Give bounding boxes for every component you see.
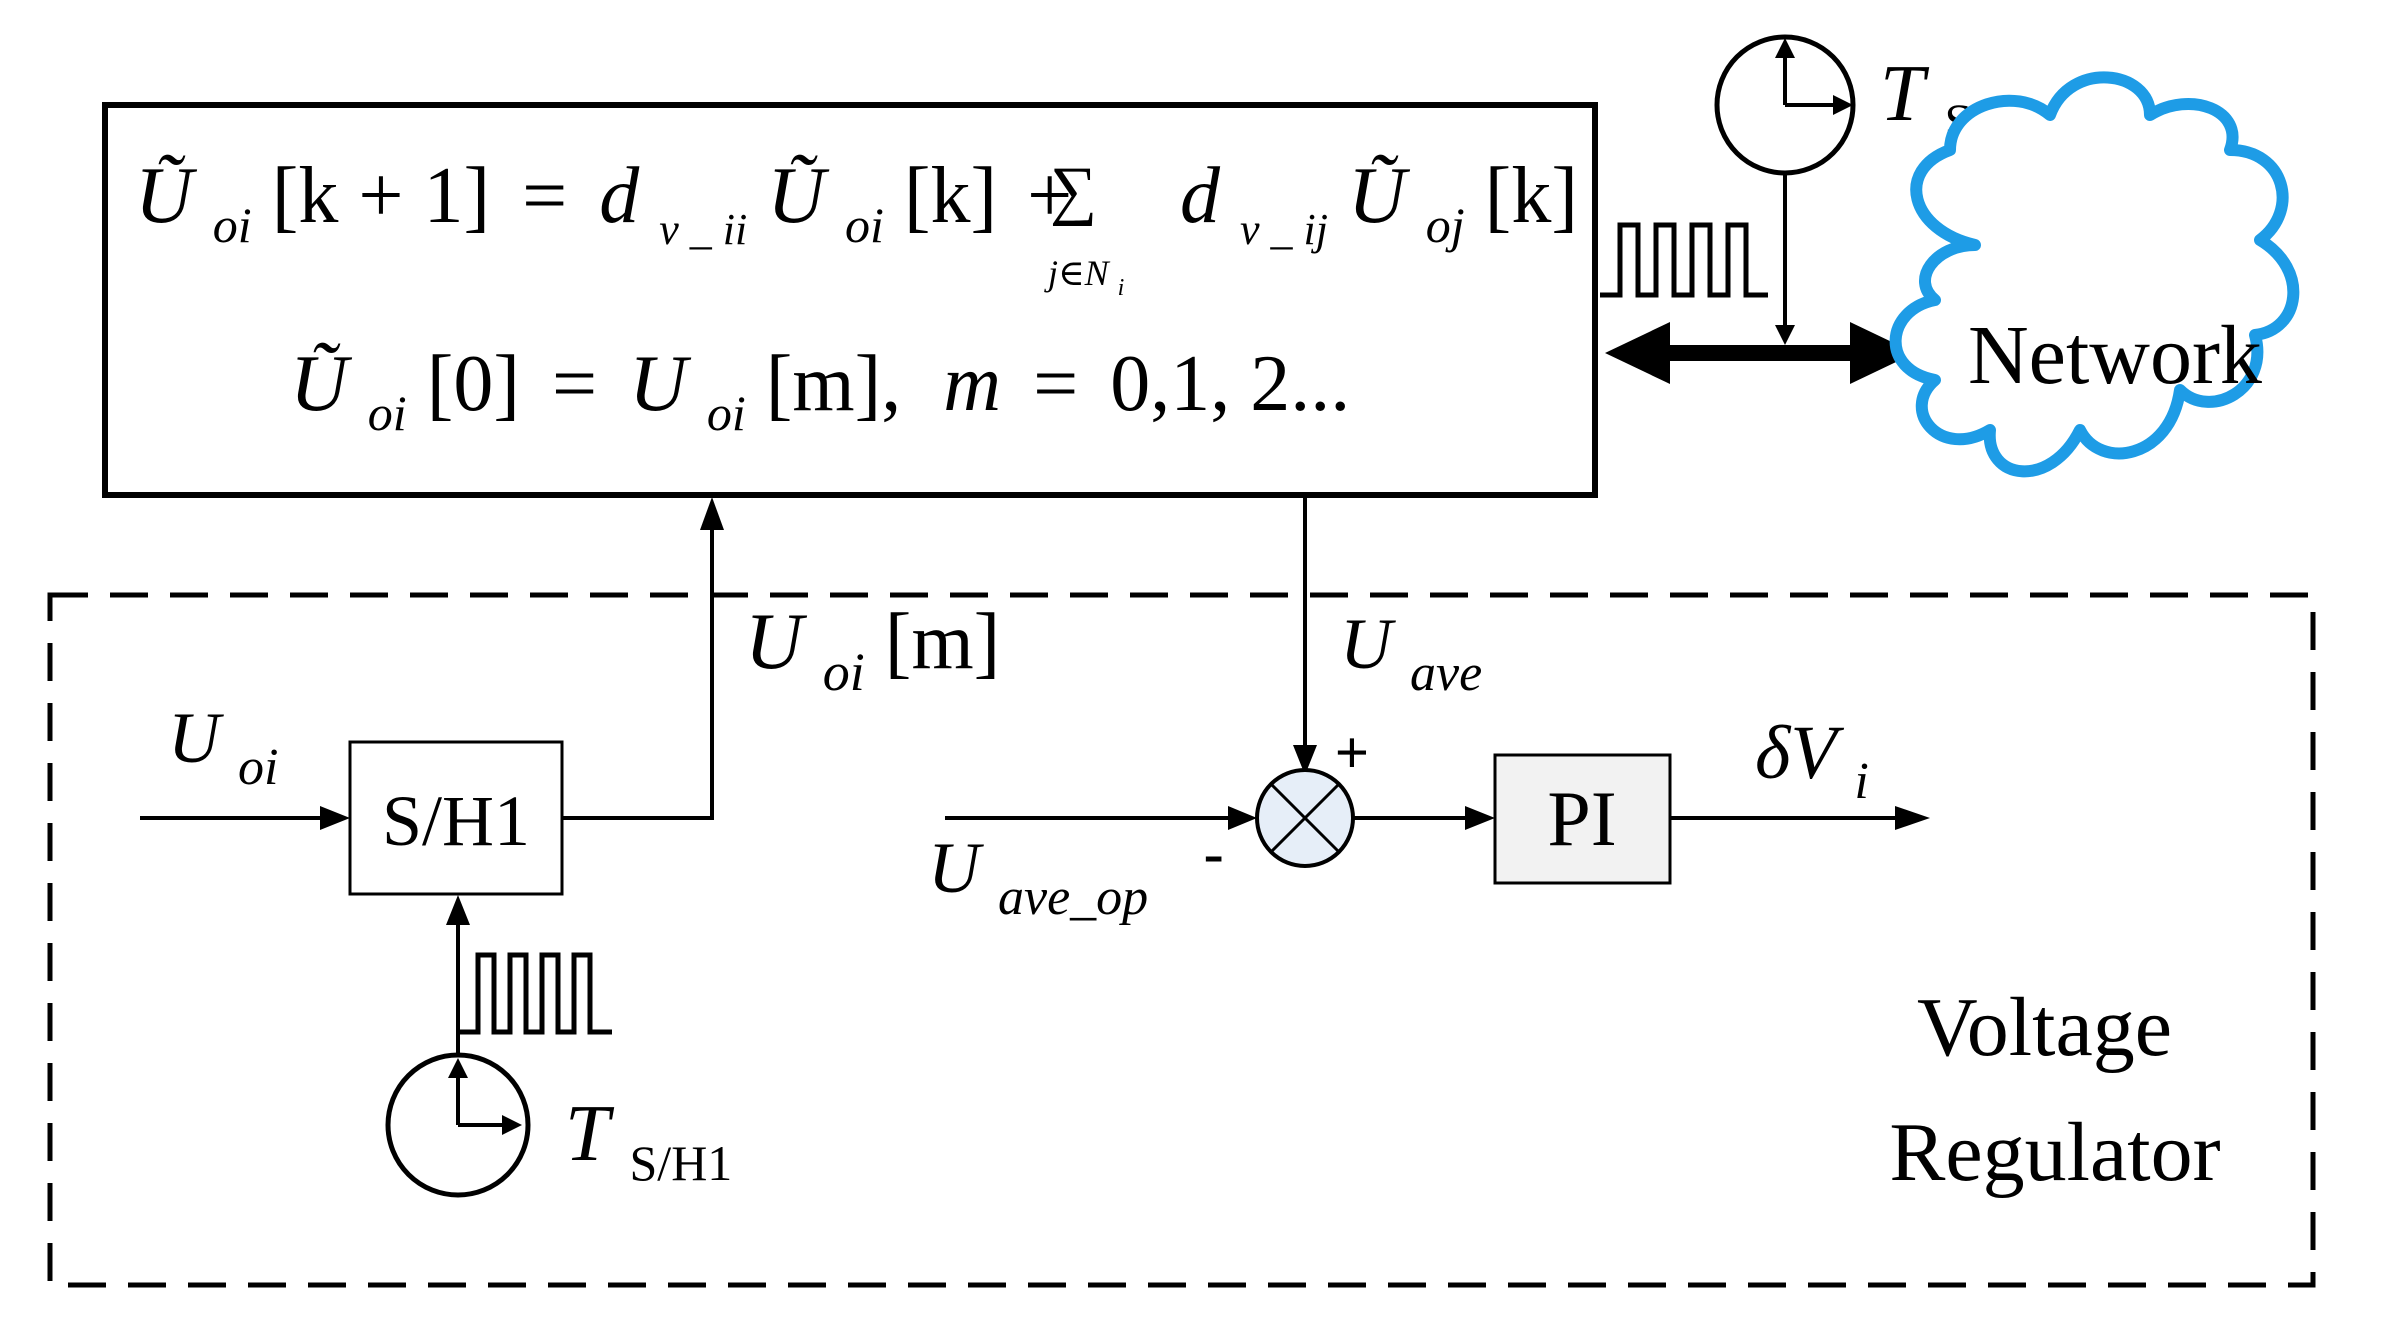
output-delta-v-label: δV i [1755,711,1869,810]
clock-bottom-icon [385,1052,531,1198]
pi-block-label: PI [1547,775,1616,862]
clock-top-icon [1714,34,1856,176]
sh1-block [348,740,564,896]
voltage-regulator-region [47,592,2316,1288]
u-ave-op-arrowhead [1228,806,1257,830]
equation-line-2: Ũ oi [0] = U oi [m], m = 0,1, 2... [290,340,1350,448]
sampled-uoi-label: U oi [m] [745,598,1000,708]
summation-subscript: j∈N i [1044,253,1124,301]
equation-line-1: Ũ oi [k + 1] = d v _ ii Ũ oi [k] + [135,152,1072,262]
pi-output-arrowhead [1895,806,1930,830]
minus-sign: - [1203,818,1224,890]
voltage-regulator-label: Voltage Regulator [1889,981,2220,1199]
sampled-uoi-line [562,520,714,820]
summing-junction-icon [1255,768,1355,868]
u-ave-arrowhead [1293,745,1317,775]
pulse-train-bottom-icon [458,952,612,1035]
sh1-block-label: S/H1 [382,781,530,861]
input-uoi-arrowhead [320,806,350,830]
network-label: Network [1968,309,2262,402]
u-ave-label: U ave [1340,604,1482,702]
plus-sign: + [1335,720,1369,785]
pulse-train-top-icon [1600,222,1768,298]
clock-bottom-arrowhead [446,895,470,925]
u-ave-op-label: U ave_op [928,828,1148,926]
clock-top-arrowhead [1775,325,1795,345]
input-uoi-label: U oi [168,698,278,796]
equation-line-1-tail: d v _ ij Ũ oj [k] [1180,152,1578,262]
network-cloud-icon [1889,71,2300,478]
consensus-block [102,102,1598,498]
network-bus-arrow [1605,322,1915,384]
summer-to-pi-arrowhead [1465,806,1495,830]
clock-bottom-label: T S/H1 [565,1090,732,1191]
summation-symbol: ∑ [1050,154,1097,227]
sampled-uoi-arrowhead [700,497,724,530]
